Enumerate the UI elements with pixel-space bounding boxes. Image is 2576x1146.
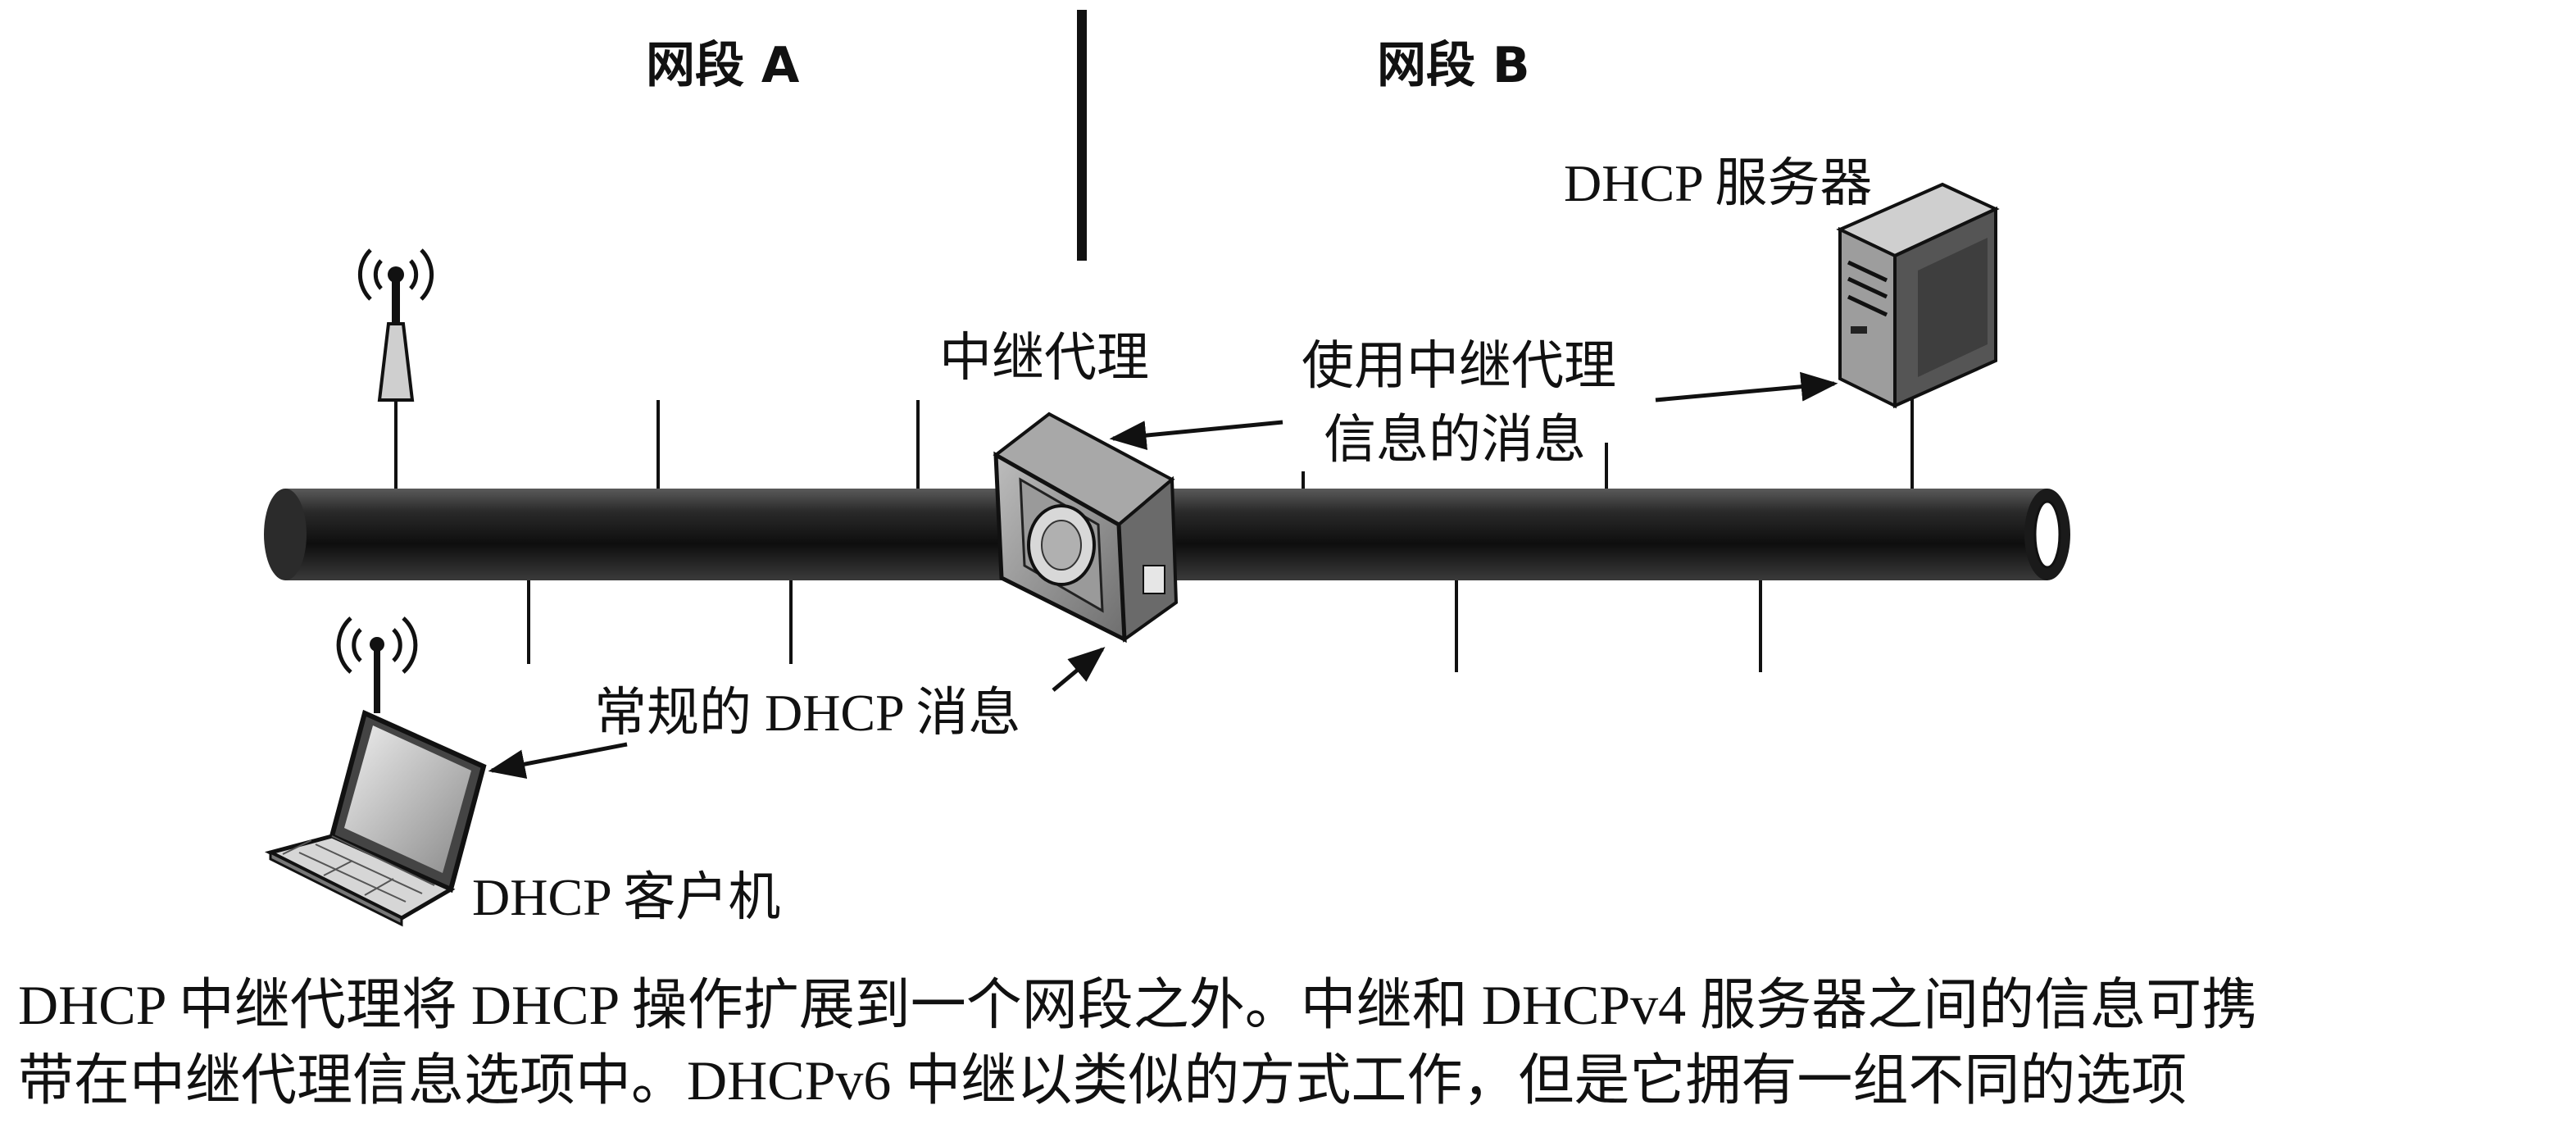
dhcp-server-label: DHCP 服务器 (1564, 154, 1873, 212)
arrow-normal-message-to-relay (1052, 647, 1106, 692)
dhcp-client-label: DHCP 客户机 (472, 868, 781, 926)
segment-a-label: 网段 A (646, 37, 800, 94)
arrow-to-relay-agent (1109, 420, 1283, 451)
laptop-icon (264, 616, 487, 927)
drop-lines-bottom (527, 574, 1762, 672)
wireless-access-point-icon (357, 248, 434, 402)
drop-lines-top (394, 400, 1914, 496)
normal-dhcp-message-label: 常规的 DHCP 消息 (594, 684, 1021, 742)
arrow-to-dhcp-server (1655, 371, 1838, 402)
relay-agent-icon (993, 412, 1179, 643)
relay-agent-label: 中继代理 (939, 329, 1149, 387)
caption-line-1: DHCP 中继代理将 DHCP 操作扩展到一个网段之外。中继和 DHCPv4 服… (18, 974, 2258, 1036)
relay-info-label-line2: 信息的消息 (1324, 411, 1586, 469)
dhcp-server-icon (1836, 182, 2000, 409)
arrows (488, 371, 1838, 779)
arrow-to-dhcp-client (488, 742, 628, 779)
figure-caption: DHCP 中继代理将 DHCP 操作扩展到一个网段之外。中继和 DHCPv4 服… (18, 967, 2567, 1118)
segment-b-label: 网段 B (1377, 37, 1530, 94)
caption-line-2: 带在中继代理信息选项中。DHCPv6 中继以类似的方式工作，但是它拥有一组不同的… (18, 1049, 2188, 1112)
relay-info-label-line1: 使用中继代理 (1302, 337, 1616, 395)
diagram-graphics (264, 10, 2070, 927)
